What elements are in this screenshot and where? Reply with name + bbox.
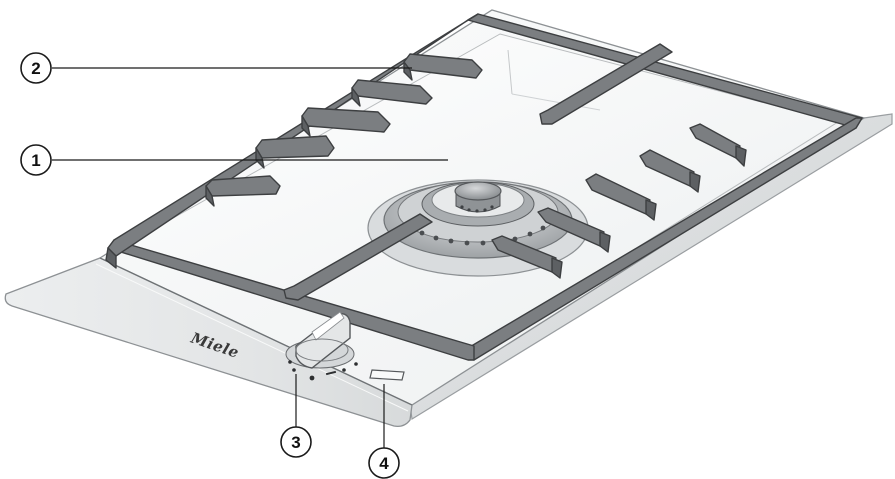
svg-text:3: 3 [291,433,300,452]
indicator-lamp [369,369,405,381]
grate-prong-2 [255,135,335,159]
control-panel-front [4,257,413,428]
burner-flame-holes-inner [460,205,494,213]
callout-3: 3 [280,426,312,458]
callout-2: 2 [20,52,52,84]
callout-4: 4 [368,447,400,479]
callout-leaders [52,67,448,450]
svg-text:2: 2 [31,59,40,78]
svg-text:1: 1 [31,151,40,170]
grate-bar-front [283,213,433,301]
control-knob[interactable] [285,311,355,369]
callout-1: 1 [20,144,52,176]
pan-support-grate [105,13,863,361]
svg-text:4: 4 [379,454,389,473]
burner-cap [454,181,502,201]
grate-prong-1 [205,175,281,197]
knob-scale-marks [288,360,358,381]
grate-bar-back [539,43,673,125]
